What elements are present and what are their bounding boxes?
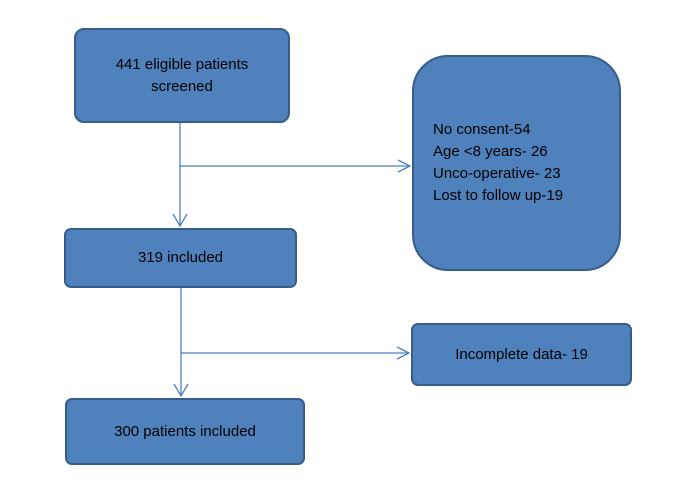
screened-line-2: screened <box>151 77 213 95</box>
excluded-item-no-consent: No consent-54 <box>433 121 531 138</box>
final-label: 300 patients included <box>114 422 256 440</box>
excluded-list: No consent-54 Age <8 years- 26 Unco-oper… <box>433 119 563 207</box>
excluded-item-lost-follow-up: Lost to follow up-19 <box>433 187 564 204</box>
included-label: 319 included <box>137 249 224 266</box>
final-included-box: 300 patients included <box>65 398 305 465</box>
arrowhead-incomplete <box>396 346 411 360</box>
excluded-box: No consent-54 Age <8 years- 26 Unco-oper… <box>412 55 621 271</box>
screened-line-1: 441 eligible patients <box>115 55 249 73</box>
arrowhead-final <box>173 383 189 398</box>
screened-box: 441 eligible patients screened <box>74 28 290 123</box>
included-box: 319 included <box>64 228 297 288</box>
incomplete-label: Incomplete data- 19 <box>455 345 588 363</box>
excluded-item-age: Age <8 years- 26 <box>433 143 548 160</box>
incomplete-data-box: Incomplete data- 19 <box>411 323 632 386</box>
arrowhead-included <box>172 213 188 228</box>
arrowhead-excluded <box>397 159 412 173</box>
excluded-item-uncooperative: Unco-operative- 23 <box>433 165 561 182</box>
